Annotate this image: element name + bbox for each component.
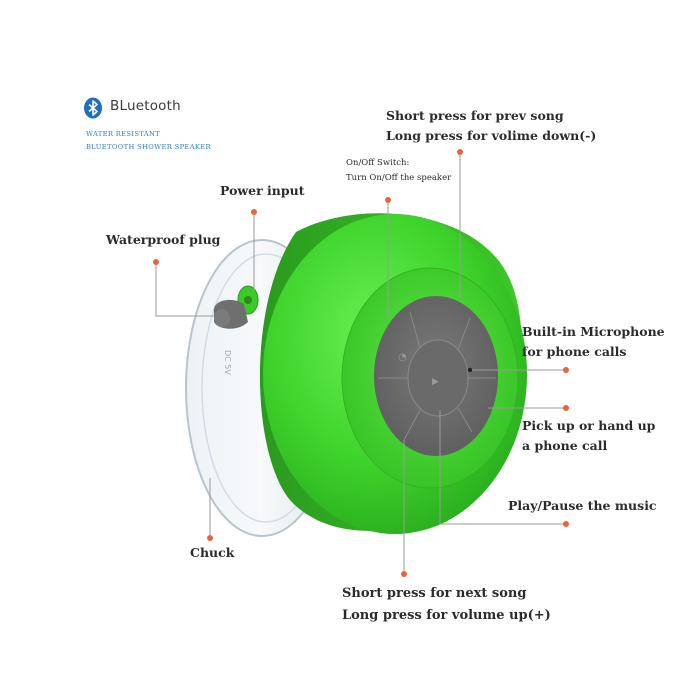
next-song-label: Short press for next song Long press for…: [342, 583, 551, 627]
play-pause-label: Play/Pause the music: [508, 498, 657, 513]
onoff-line1: On/Off Switch:: [346, 158, 410, 168]
prev-song-line1: Short press for prev song: [386, 108, 564, 123]
onoff-switch-label: On/Off Switch: Turn On/Off the speaker: [346, 156, 451, 186]
chuck-label: Chuck: [190, 545, 235, 560]
brand-subtitle-water: WATER RESISTANT: [86, 130, 161, 138]
callout-dots: [153, 149, 569, 577]
microphone-label: Built-in Microphone for phone calls: [522, 322, 665, 362]
control-pad: ◔ ▶: [374, 296, 498, 456]
prev-song-label: Short press for prev song Long press for…: [386, 106, 596, 146]
callout-lines: [155, 152, 566, 574]
brand-name: BLuetooth: [110, 98, 181, 114]
next-song-line2: Long press for volume up(+): [342, 608, 551, 623]
dc-port-text: DC 5V: [223, 350, 232, 375]
svg-text:◔: ◔: [398, 352, 407, 363]
power-input-label: Power input: [220, 183, 305, 198]
waterproof-plug-knob: [213, 299, 248, 329]
prev-song-line2: Long press for volime down(-): [386, 128, 597, 143]
pickup-label: Pick up or hand up a phone call: [522, 416, 655, 456]
pickup-line1: Pick up or hand up: [522, 418, 656, 433]
microphone-line1: Built-in Microphone: [522, 324, 665, 339]
bluetooth-icon: [84, 97, 102, 119]
microphone-hole: [467, 367, 473, 373]
svg-text:▶: ▶: [432, 377, 439, 387]
microphone-line2: for phone calls: [522, 344, 627, 359]
onoff-line2: Turn On/Off the speaker: [346, 173, 452, 183]
waterproof-plug-label: Waterproof plug: [106, 232, 221, 247]
next-song-line1: Short press for next song: [342, 586, 527, 601]
brand-block: BLuetooth WATER RESISTANT BLUETOOTH SHOW…: [82, 97, 211, 151]
brand-subtitle-speaker: BLUETOOTH SHOWER SPEAKER: [86, 143, 211, 151]
pickup-line2: a phone call: [522, 438, 608, 453]
